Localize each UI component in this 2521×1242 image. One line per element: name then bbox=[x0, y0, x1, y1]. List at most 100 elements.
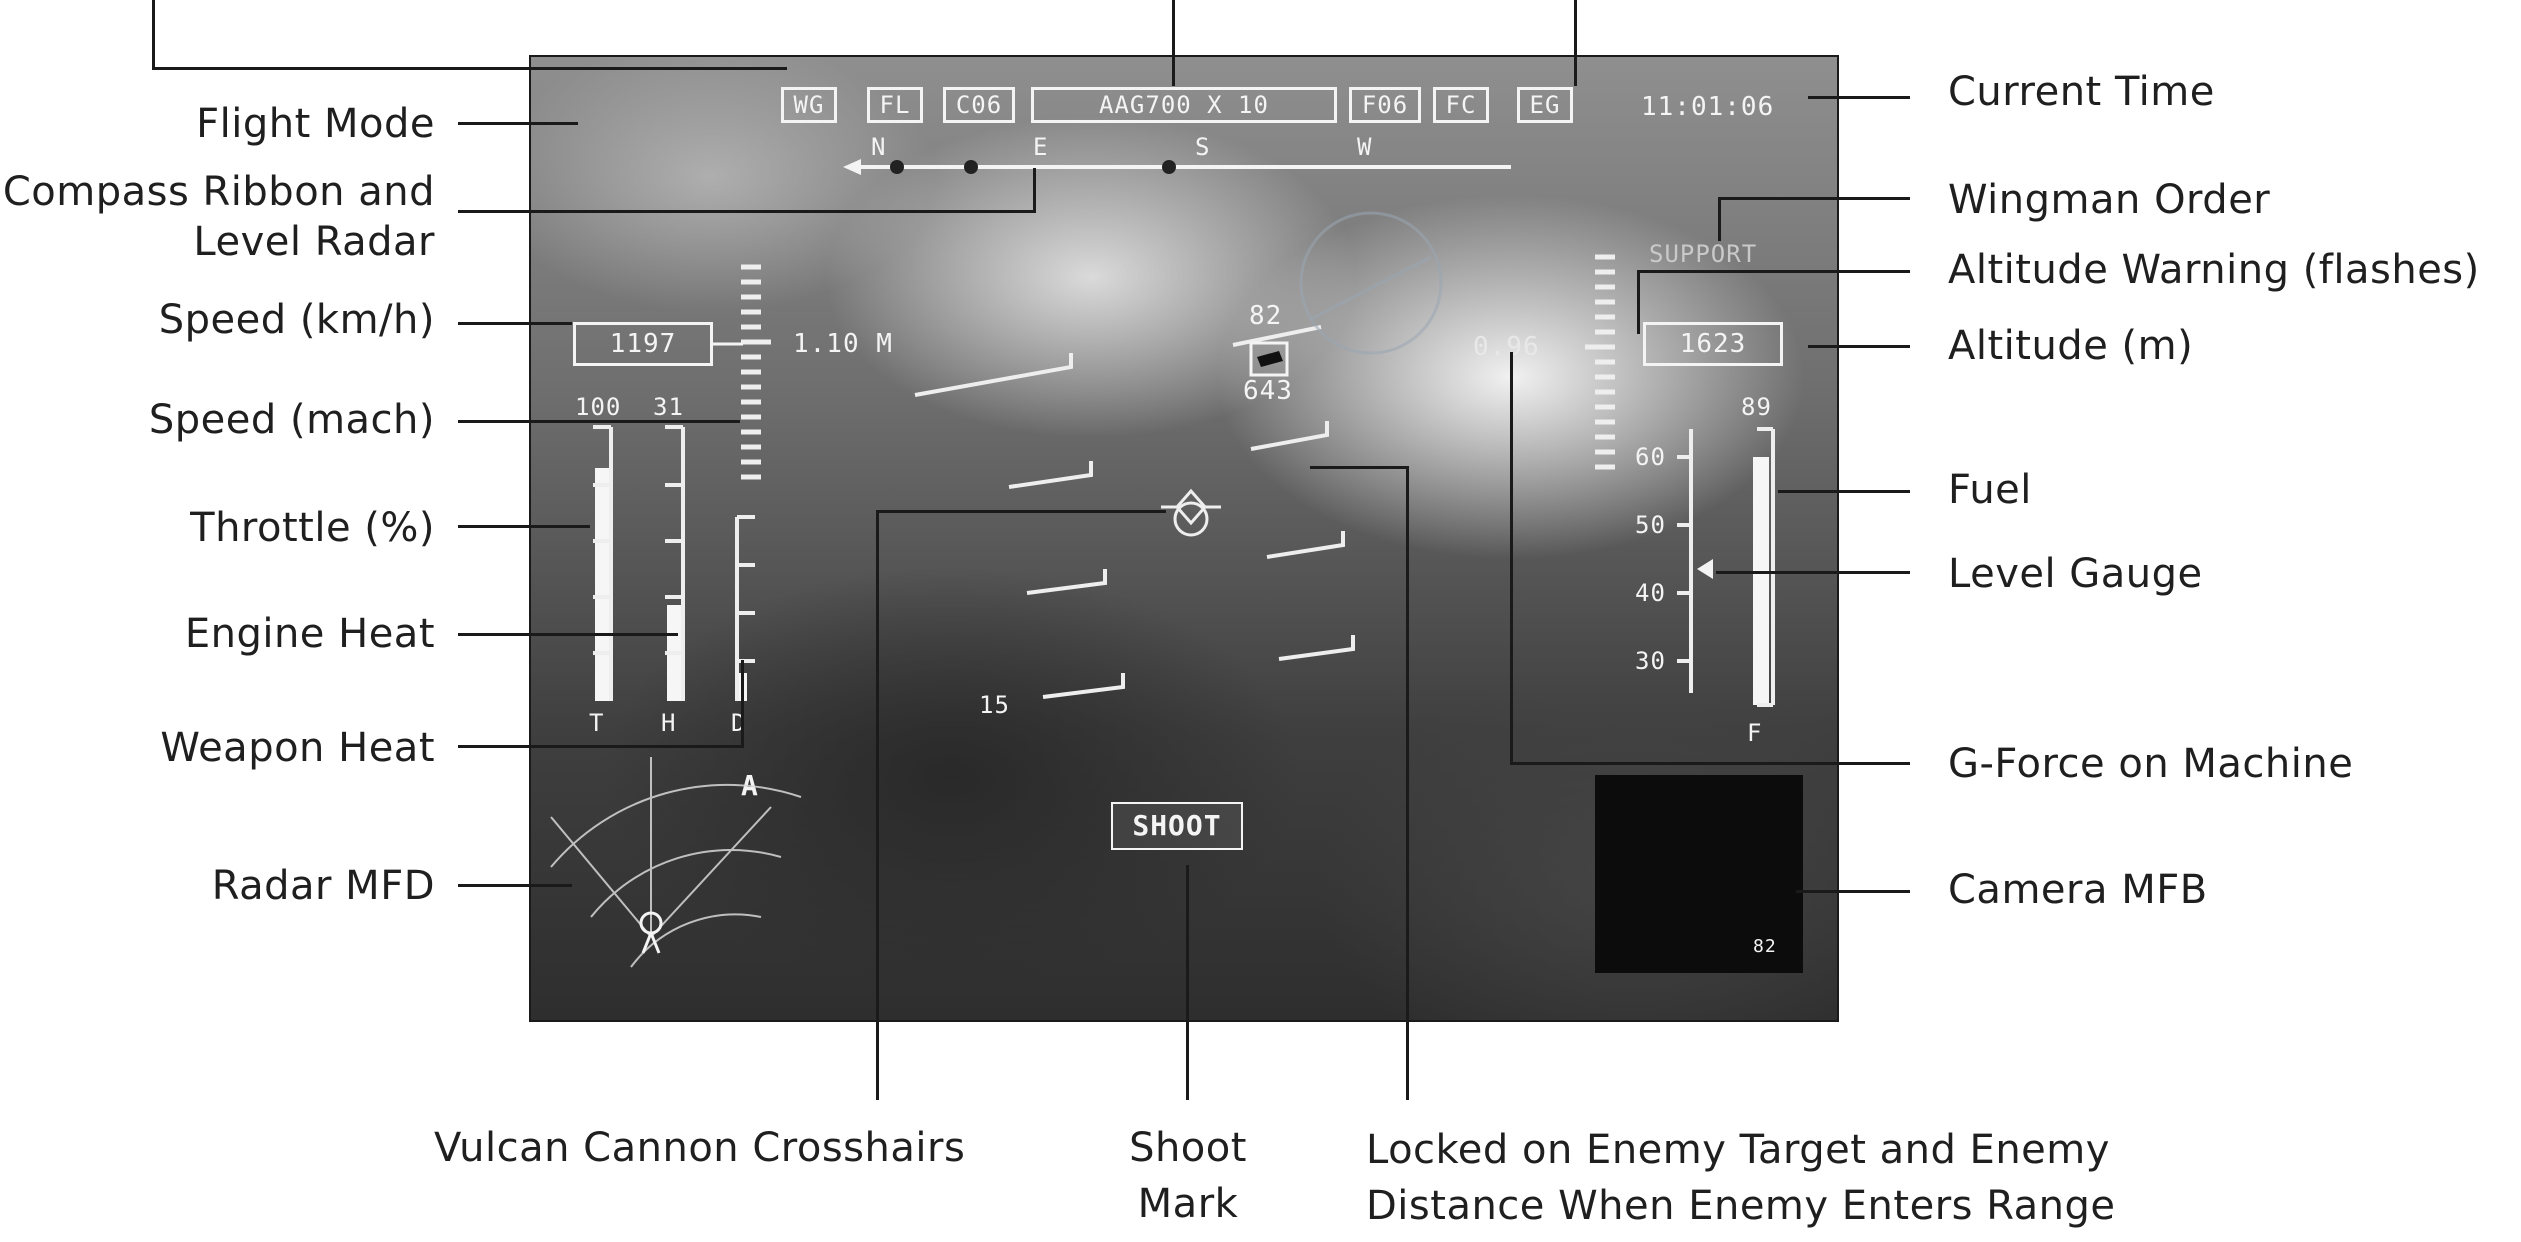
leader-radar bbox=[458, 884, 572, 887]
leader-top-weapon bbox=[1172, 0, 1175, 86]
label-fuel: Fuel bbox=[1948, 467, 2032, 513]
target-aircraft-icon bbox=[1257, 351, 1283, 367]
label-radar-mfd: Radar MFD bbox=[211, 863, 435, 909]
compass-heading-arrow bbox=[843, 159, 861, 175]
radar-player-icon bbox=[639, 911, 663, 954]
leader-altitude bbox=[1808, 345, 1910, 348]
weapon-ammo-label: AAG700 X 10 bbox=[1099, 91, 1269, 119]
throttle-bar bbox=[595, 468, 609, 701]
label-weapon-heat: Weapon Heat bbox=[160, 725, 435, 771]
leader-shoot bbox=[1186, 865, 1189, 1100]
mode-box-fc-label: FC bbox=[1445, 91, 1477, 119]
leader-throttle bbox=[458, 525, 590, 528]
target-lock-box bbox=[1249, 341, 1289, 377]
mode-box-wg-label: WG bbox=[793, 91, 825, 119]
label-speed-mach: Speed (mach) bbox=[148, 397, 435, 443]
leader-level-gauge bbox=[1716, 571, 1910, 574]
level-gauge-pointer bbox=[1697, 559, 1713, 579]
leader-locked-v bbox=[1406, 466, 1409, 1100]
leader-vulcan-v bbox=[876, 510, 879, 1100]
speed-kmh-box: 1197 bbox=[573, 322, 713, 366]
leader-top-left-vertical bbox=[152, 0, 155, 70]
level-gauge-scale bbox=[1677, 429, 1693, 693]
label-camera-mfb: Camera MFB bbox=[1948, 867, 2208, 913]
mode-box-f06-label: F06 bbox=[1361, 91, 1409, 119]
leader-gforce-h bbox=[1510, 762, 1910, 765]
radar-blip-1 bbox=[890, 160, 904, 174]
engine-heat-gauge-frame bbox=[665, 425, 685, 701]
mode-box-fl: FL bbox=[867, 87, 923, 123]
mode-box-wg: WG bbox=[781, 87, 837, 123]
missile-seeker-line bbox=[1310, 255, 1432, 321]
leader-wingman-v bbox=[1718, 197, 1721, 241]
speed-kmh-value: 1197 bbox=[609, 329, 677, 359]
label-shoot-line1: Shoot bbox=[1129, 1125, 1247, 1171]
level-scale-60: 60 bbox=[1635, 443, 1666, 471]
g-force-value: 0.96 bbox=[1473, 332, 1540, 362]
target-number: 82 bbox=[1249, 301, 1283, 331]
throttle-scale-top: 100 bbox=[575, 393, 622, 421]
fuel-value: 89 bbox=[1741, 393, 1772, 421]
leader-weapon-heat-v bbox=[741, 660, 744, 748]
leader-top-left-horizontal bbox=[152, 67, 787, 70]
weapon-ammo-box: AAG700 X 10 bbox=[1031, 87, 1337, 123]
label-wingman-order: Wingman Order bbox=[1948, 177, 2271, 223]
altitude-box: 1623 bbox=[1643, 322, 1783, 366]
pitch-ladder bbox=[914, 325, 1355, 699]
label-locked-line1: Locked on Enemy Target and Enemy bbox=[1366, 1127, 2110, 1173]
leader-alt-warning-v bbox=[1637, 270, 1640, 334]
speed-mach-value: 1.10 M bbox=[793, 329, 893, 359]
leader-fuel bbox=[1778, 490, 1910, 493]
missile-seeker-circle bbox=[1299, 211, 1443, 355]
label-compass-line1: Compass Ribbon and bbox=[2, 169, 435, 215]
mode-box-fl-label: FL bbox=[879, 91, 911, 119]
mode-box-fc: FC bbox=[1433, 87, 1489, 123]
shoot-mark-label: SHOOT bbox=[1132, 809, 1222, 842]
compass-s: S bbox=[1195, 133, 1211, 161]
leader-engine-heat bbox=[458, 633, 678, 636]
engine-heat-label: H bbox=[661, 709, 677, 737]
leader-locked-h bbox=[1310, 466, 1409, 469]
wingman-order-text: SUPPORT bbox=[1649, 240, 1758, 268]
leader-compass-v bbox=[1033, 168, 1036, 212]
altitude-value: 1623 bbox=[1679, 329, 1747, 359]
level-scale-50: 50 bbox=[1635, 511, 1666, 539]
level-scale-40: 40 bbox=[1635, 579, 1666, 607]
leader-speed-mach bbox=[458, 420, 740, 423]
mode-box-eg-label: EG bbox=[1529, 91, 1561, 119]
label-compass-line2: Level Radar bbox=[193, 219, 435, 265]
throttle-label: T bbox=[589, 709, 605, 737]
leader-flight-mode bbox=[458, 122, 578, 125]
leader-weapon-heat-h bbox=[458, 745, 744, 748]
pitch-ladder-label: 15 bbox=[979, 691, 1010, 719]
leader-current-time bbox=[1808, 96, 1910, 99]
radar-mfd bbox=[550, 757, 802, 968]
heat-scale-top: 31 bbox=[653, 393, 684, 421]
level-scale-30: 30 bbox=[1635, 647, 1666, 675]
target-distance: 643 bbox=[1243, 376, 1293, 406]
mode-box-c06-label: C06 bbox=[955, 91, 1003, 119]
hud-clock: 11:01:06 bbox=[1641, 92, 1775, 122]
altitude-ladder bbox=[1585, 254, 1615, 470]
leader-speed-kmh bbox=[458, 322, 572, 325]
label-g-force: G-Force on Machine bbox=[1948, 741, 2354, 787]
compass-w: W bbox=[1357, 133, 1373, 161]
camera-id: 82 bbox=[1753, 936, 1777, 957]
label-flight-mode: Flight Mode bbox=[196, 101, 435, 147]
leader-wingman-h bbox=[1718, 197, 1910, 200]
label-throttle: Throttle (%) bbox=[190, 505, 435, 551]
leader-compass-h bbox=[458, 210, 1036, 213]
throttle-gauge-frame bbox=[593, 425, 613, 701]
compass-e: E bbox=[1033, 133, 1049, 161]
label-speed-kmh: Speed (km/h) bbox=[158, 297, 435, 343]
speed-ladder bbox=[741, 264, 771, 480]
vulcan-crosshair bbox=[1161, 488, 1221, 537]
hud-symbology bbox=[550, 159, 1775, 968]
mode-box-f06: F06 bbox=[1349, 87, 1421, 123]
leader-vulcan-h bbox=[876, 510, 1166, 513]
fuel-label: F bbox=[1747, 719, 1763, 747]
leader-gforce-v bbox=[1510, 352, 1513, 765]
leader-top-eg bbox=[1574, 0, 1577, 86]
camera-mfb-panel: 82 bbox=[1595, 775, 1803, 973]
label-locked-line2: Distance When Enemy Enters Range bbox=[1366, 1183, 2116, 1229]
